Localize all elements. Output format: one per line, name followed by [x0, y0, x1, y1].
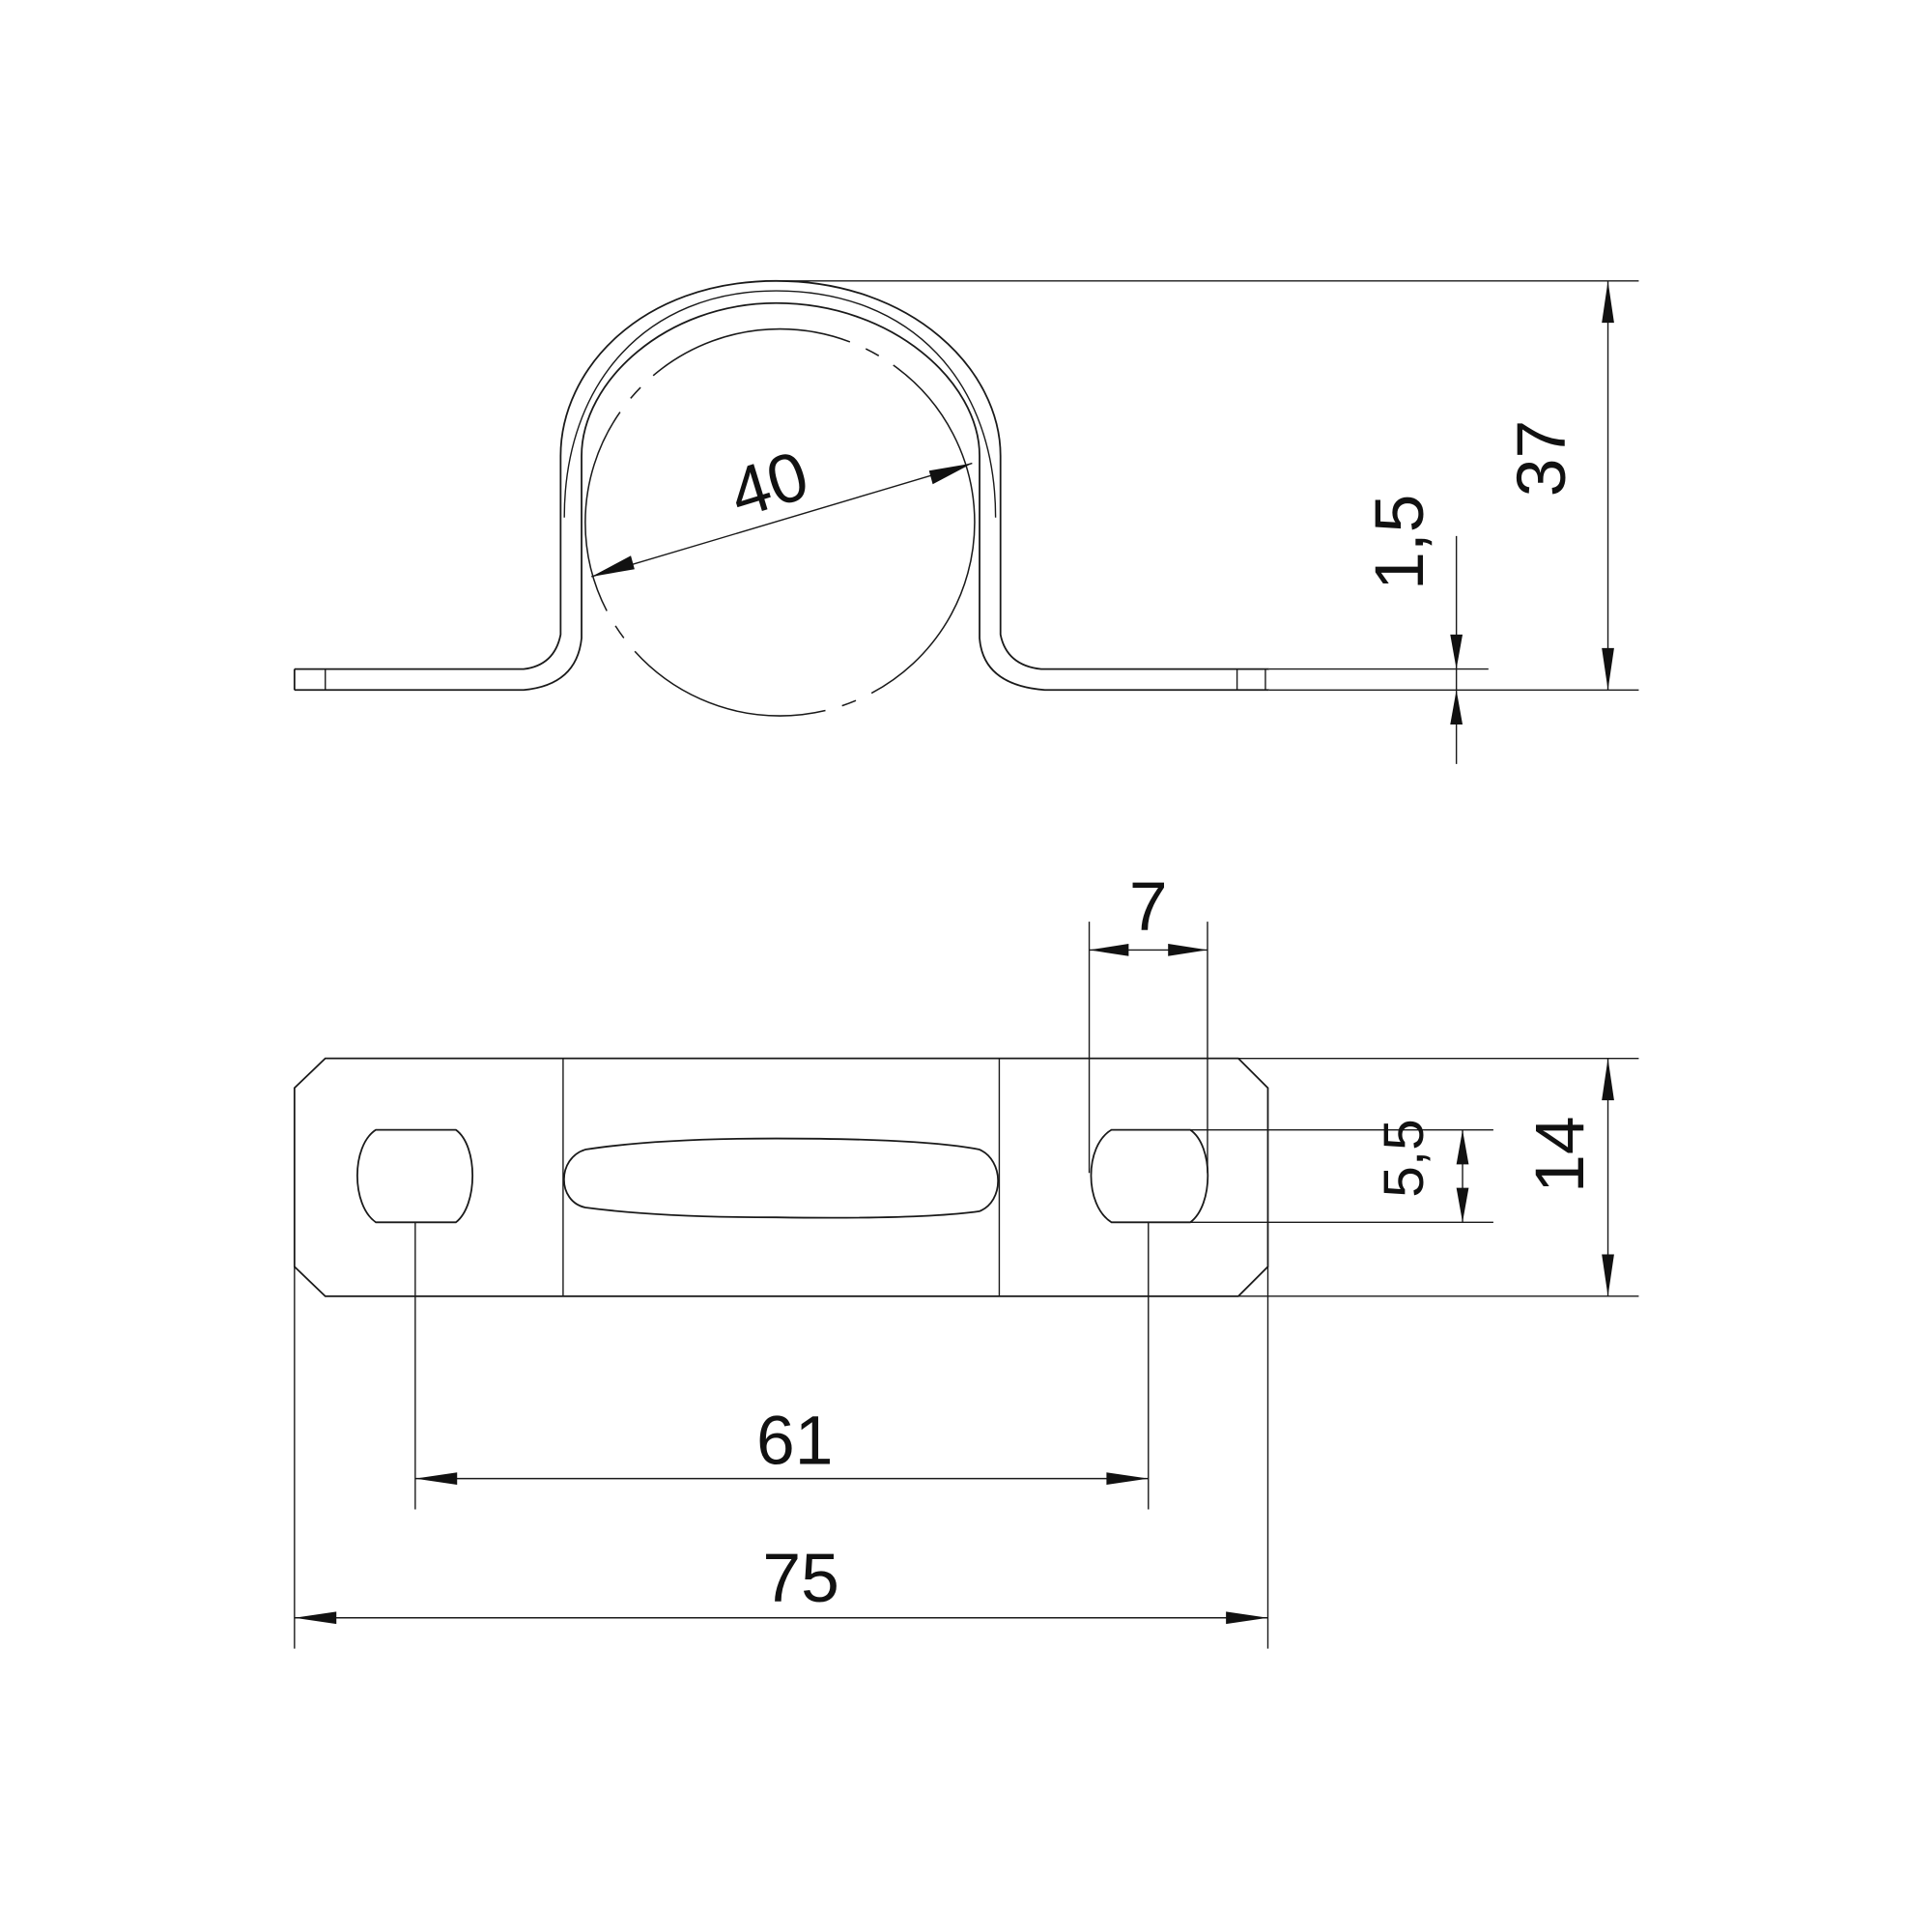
arrow-icon: [294, 1611, 337, 1625]
arrow-icon: [1450, 634, 1463, 669]
dim-overall-width: 14: [1521, 1116, 1599, 1192]
mounting-hole-left: [356, 1128, 473, 1224]
arrow-icon: [1450, 690, 1463, 724]
top-view: 7 5,5 14 61 75: [293, 868, 1639, 1649]
dim-inner-diameter: 40: [721, 437, 816, 533]
arrow-icon: [928, 463, 973, 485]
arrow-icon: [1456, 1187, 1469, 1223]
clamp-outline: [293, 1057, 1269, 1297]
dim-hole-spacing: 61: [756, 1402, 833, 1479]
front-view: 40 37 1,5: [293, 279, 1639, 764]
diameter-dim-line: [591, 462, 973, 578]
arrow-icon: [1106, 1472, 1149, 1485]
clamp-tangent-line: [563, 290, 997, 518]
pipe-circle: [584, 327, 976, 717]
arrow-icon: [591, 555, 635, 577]
center-rib: [563, 1137, 1000, 1219]
arrow-icon: [1226, 1611, 1268, 1625]
arrow-icon: [1168, 944, 1208, 956]
arrow-icon: [1602, 647, 1614, 691]
arrow-icon: [1602, 1254, 1614, 1296]
dim-material-thickness: 1,5: [1361, 495, 1438, 590]
dim-overall-length: 75: [762, 1540, 838, 1617]
dim-slot-width: 7: [1129, 868, 1168, 946]
arrow-icon: [1602, 280, 1614, 324]
mounting-hole-right: [1090, 1128, 1209, 1224]
clamp-inner-profile: [294, 301, 1269, 692]
arrow-icon: [414, 1472, 458, 1485]
dim-overall-height: 37: [1503, 420, 1580, 497]
arrow-icon: [1602, 1058, 1614, 1101]
arrow-icon: [1456, 1129, 1469, 1165]
arrow-icon: [1089, 944, 1129, 956]
dim-slot-height: 5,5: [1373, 1119, 1435, 1198]
